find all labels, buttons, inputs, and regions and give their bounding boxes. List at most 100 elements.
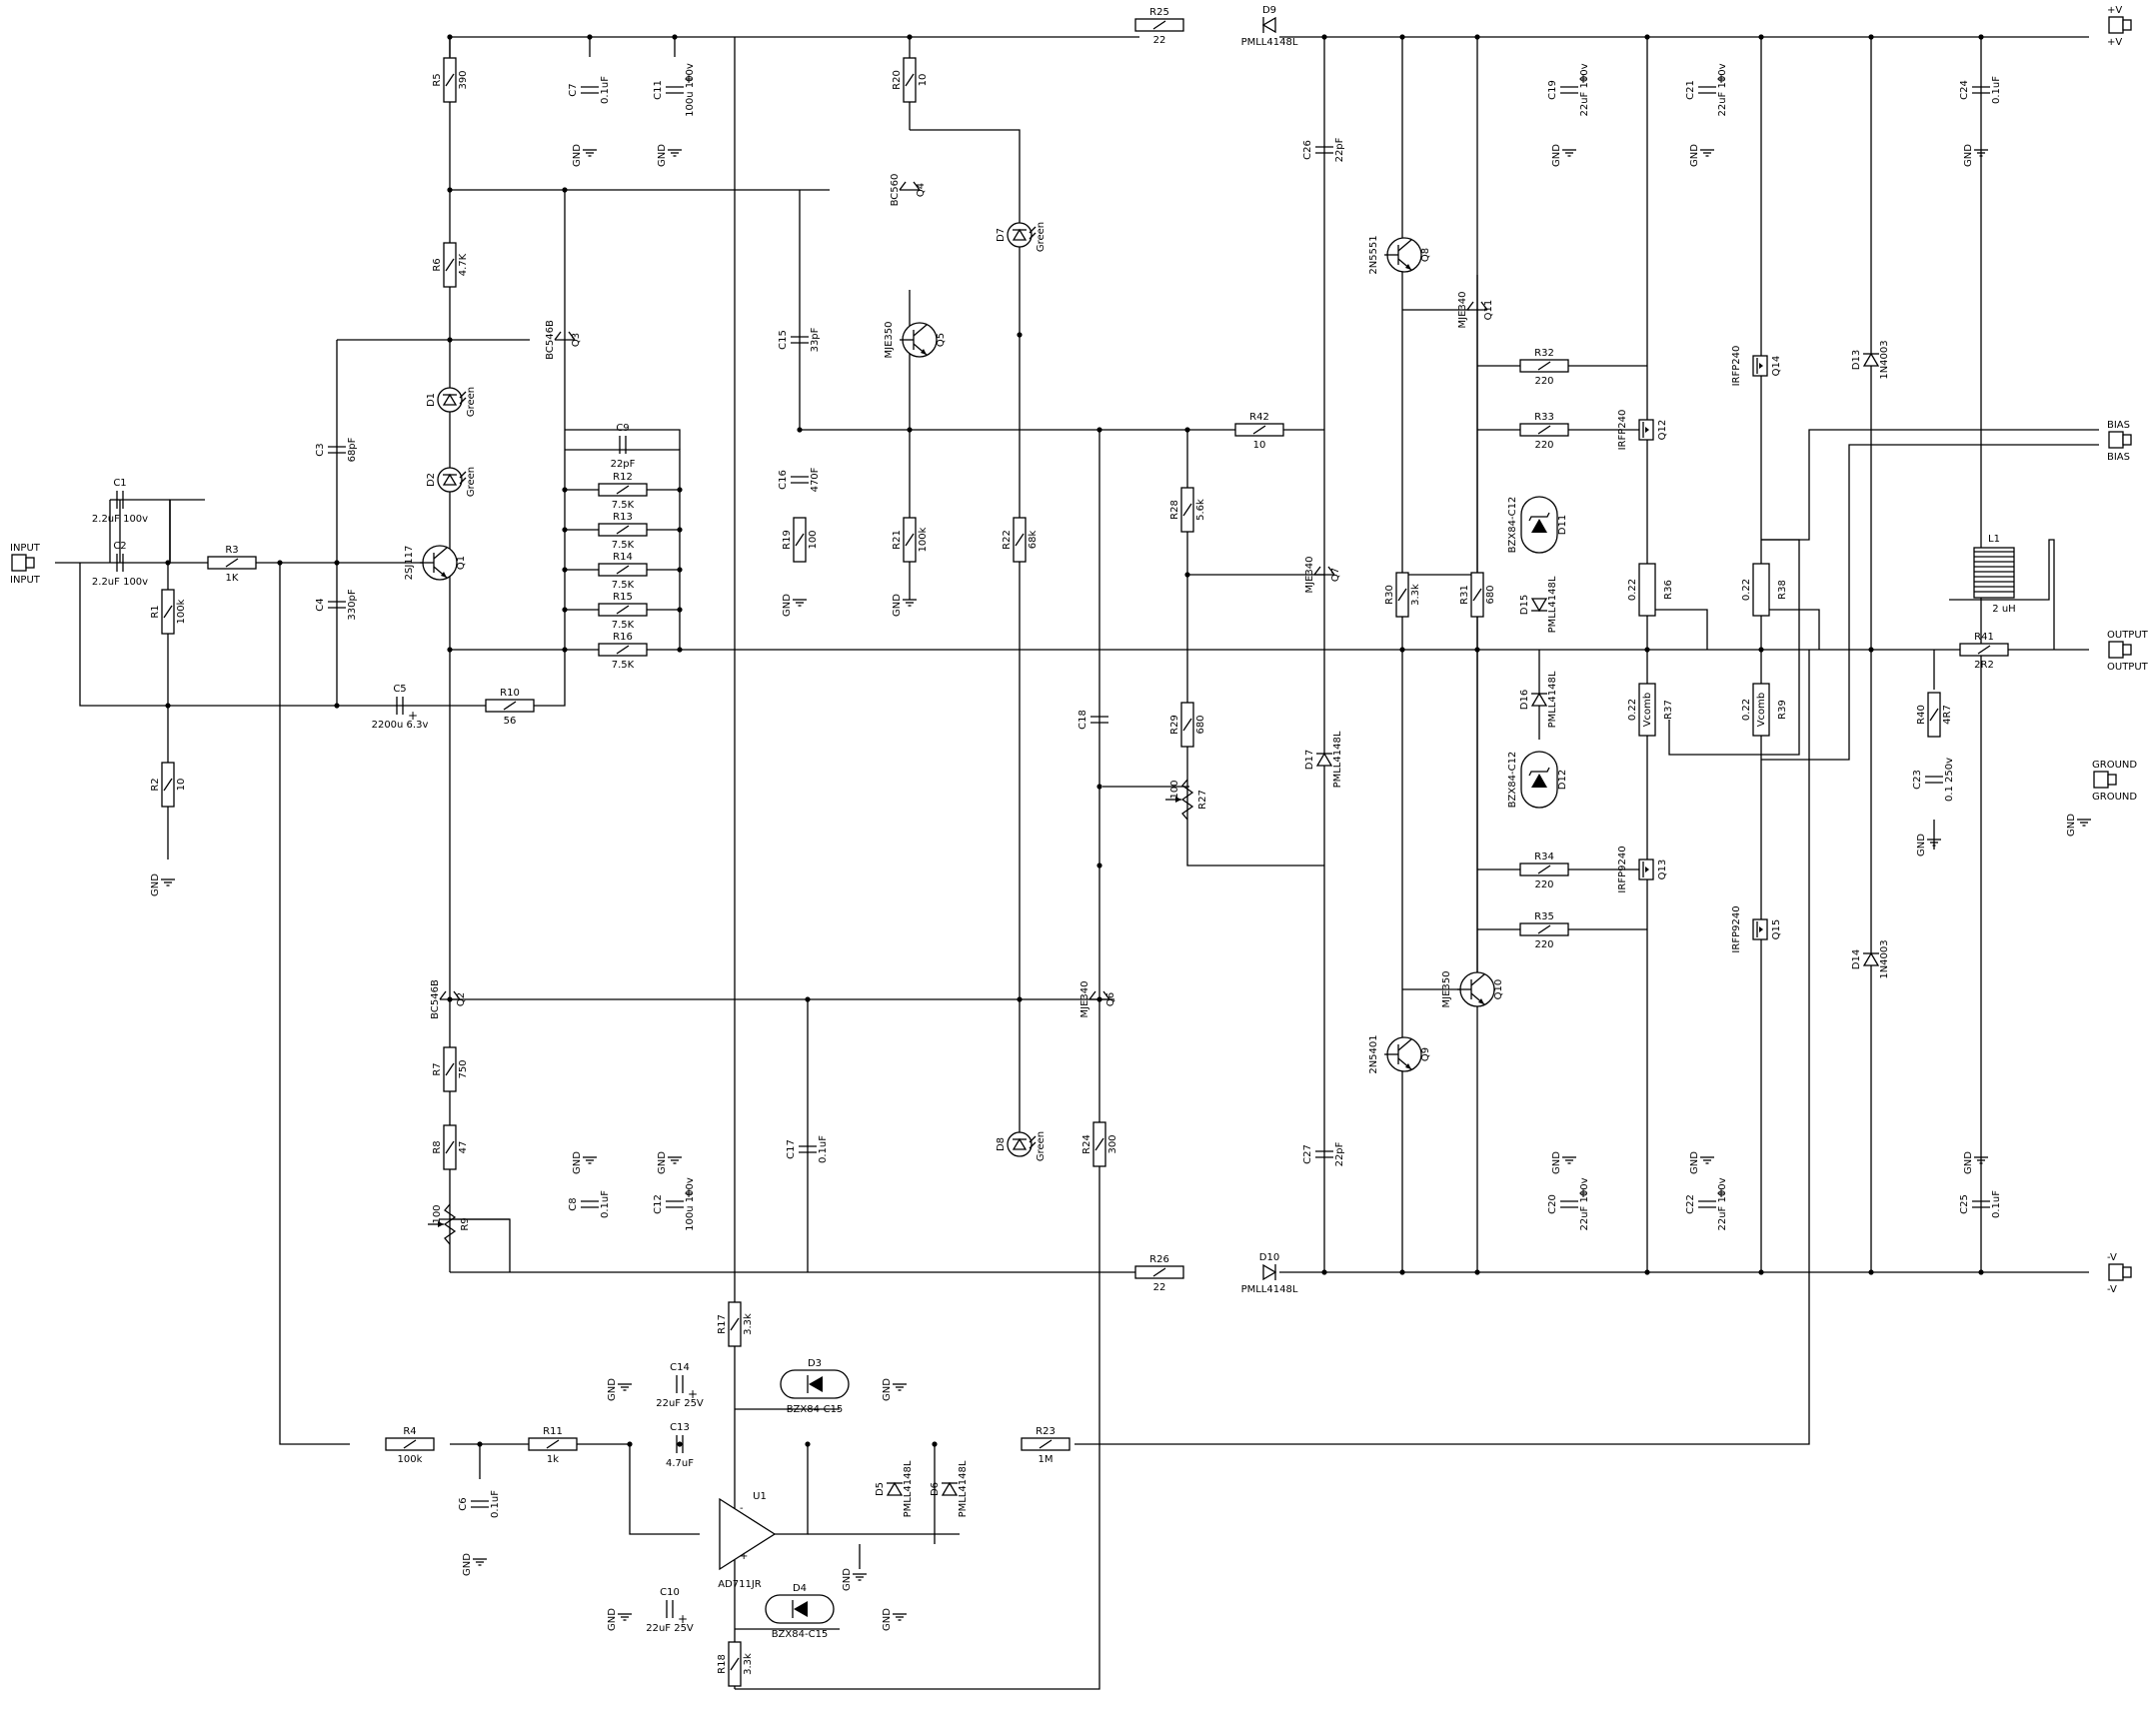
capacitor-c4 <box>328 601 346 609</box>
inductor-l1 <box>1973 547 2015 599</box>
resistor-r3-value: 1K <box>226 573 239 584</box>
junction-dot <box>797 427 803 433</box>
resistor-r39-value: 0.22 <box>1741 699 1752 721</box>
input-connector-label: INPUT <box>10 543 41 554</box>
output-connector-label: OUTPUT <box>2107 630 2149 641</box>
transistor-q7-ref: Q7 <box>1330 568 1341 582</box>
junction-dot <box>562 647 568 653</box>
capacitor-c17-ref: C17 <box>786 1139 797 1159</box>
mosfet-q14-ref: Q14 <box>1771 356 1782 377</box>
diode-d17-value: PMLL4148L <box>1332 731 1343 788</box>
resistor-r1 <box>161 589 175 635</box>
transistor-q4-ref: Q4 <box>916 183 927 197</box>
junction-dot <box>1868 1269 1874 1275</box>
resistor-r34 <box>1519 863 1569 876</box>
capacitor-c12-ref: C12 <box>653 1194 664 1214</box>
resistor-r42-value: 10 <box>1253 440 1266 451</box>
resistor-r31-value: 680 <box>1485 585 1496 604</box>
ground-symbol <box>893 1383 907 1391</box>
resistor-r13 <box>598 523 648 537</box>
zener-d12-value: BZX84-C12 <box>1507 752 1518 809</box>
zener-d11-ref: D11 <box>1557 515 1568 535</box>
diode-d17-ref: D17 <box>1304 750 1315 770</box>
ground-symbol <box>793 599 807 607</box>
resistor-r16-ref: R16 <box>613 632 633 643</box>
resistor-r3 <box>207 556 257 570</box>
resistor-r40-ref: R40 <box>1916 705 1927 725</box>
resistor-r17-value: 3.3k <box>743 1313 754 1335</box>
vplus-connector <box>2108 16 2132 34</box>
capacitor-c19-ref: C19 <box>1547 80 1558 100</box>
resistor-r11-ref: R11 <box>543 1426 563 1437</box>
mosfet-q13-value: IRFP9240 <box>1617 846 1628 892</box>
potentiometer-r9-ref: R9 <box>460 1217 471 1230</box>
diode-d15 <box>1530 598 1548 613</box>
resistor-r7-ref: R7 <box>432 1062 443 1075</box>
capacitor-c21-ref: C21 <box>1685 80 1696 100</box>
junction-dot <box>1474 1269 1480 1275</box>
junction-dot <box>677 1441 683 1447</box>
wire <box>735 866 1100 1690</box>
resistor-r22 <box>1013 517 1027 563</box>
diode-d5 <box>886 1481 904 1496</box>
capacitor-c9 <box>619 436 627 454</box>
resistor-r33-ref: R33 <box>1534 412 1554 423</box>
bias-connector-label-2: BIAS <box>2107 452 2130 463</box>
resistor-r33-value: 220 <box>1534 440 1553 451</box>
zener-d11-value: BZX84-C12 <box>1507 497 1518 554</box>
transistor-q6 <box>1088 990 1110 1000</box>
resistor-r34-ref: R34 <box>1534 852 1554 863</box>
diode-d15-ref: D15 <box>1519 595 1530 615</box>
resistor-r28-ref: R28 <box>1169 500 1180 520</box>
resistor-r2-value: 10 <box>176 779 187 792</box>
transistor-q1 <box>420 545 458 581</box>
junction-dot <box>334 703 340 709</box>
resistor-r4 <box>385 1437 435 1451</box>
capacitor-c22-ref: C22 <box>1685 1194 1696 1214</box>
resistor-r32 <box>1519 359 1569 373</box>
output-connector <box>2108 641 2132 659</box>
transistor-q11-ref: Q11 <box>1483 300 1494 321</box>
resistor-r36-ref: R36 <box>1663 580 1674 600</box>
resistor-r40 <box>1927 692 1941 738</box>
mosfet-q14 <box>1752 355 1768 377</box>
resistor-r1-value: 100k <box>176 599 187 624</box>
junction-dot <box>1644 34 1650 40</box>
diode-d16-value: PMLL4148L <box>1547 671 1558 728</box>
wire <box>770 1444 809 1535</box>
junction-dot <box>165 560 171 566</box>
capacitor-c7 <box>581 86 599 94</box>
resistor-r10-ref: R10 <box>500 688 520 699</box>
capacitor-c7-ref: C7 <box>568 83 579 96</box>
resistor-r12-ref: R12 <box>613 472 633 483</box>
capacitor-c6-ref: C6 <box>458 1497 469 1510</box>
transistor-q3-value: BC546B <box>545 320 556 360</box>
diode-d10-value: PMLL4148L <box>1241 1284 1298 1295</box>
capacitor-c14-ref: C14 <box>670 1362 690 1373</box>
junction-dot <box>1096 784 1102 790</box>
resistor-r13-value: 7.5K <box>612 540 635 551</box>
wire <box>1668 539 1800 756</box>
resistor-r18 <box>728 1641 742 1687</box>
input-connector-label-2: INPUT <box>10 575 41 586</box>
mosfet-q14-value: IRFP240 <box>1731 346 1742 387</box>
resistor-r23-value: 1M <box>1039 1454 1054 1465</box>
resistor-r22-value: 68k <box>1028 531 1039 550</box>
junction-dot <box>1758 1269 1764 1275</box>
wire <box>55 499 205 564</box>
junction-dot <box>562 567 568 573</box>
resistor-r22-ref: R22 <box>1002 530 1013 550</box>
resistor-r21-value: 100k <box>918 527 929 552</box>
potentiometer-r27-ref: R27 <box>1197 790 1208 810</box>
resistor-r35-ref: R35 <box>1534 911 1554 922</box>
capacitor-c12-value: 100u 100v <box>685 1177 696 1231</box>
ground-connector-label-2: GROUND <box>2092 792 2137 803</box>
resistor-r41-value: 2R2 <box>1974 660 1994 671</box>
transistor-q3-ref: Q3 <box>571 333 582 347</box>
mosfet-q12 <box>1638 419 1654 441</box>
capacitor-c8-ref: C8 <box>568 1197 579 1210</box>
wire <box>1761 444 2099 761</box>
transistor-q2 <box>439 990 461 1000</box>
led-d2-value: Green <box>466 467 477 497</box>
